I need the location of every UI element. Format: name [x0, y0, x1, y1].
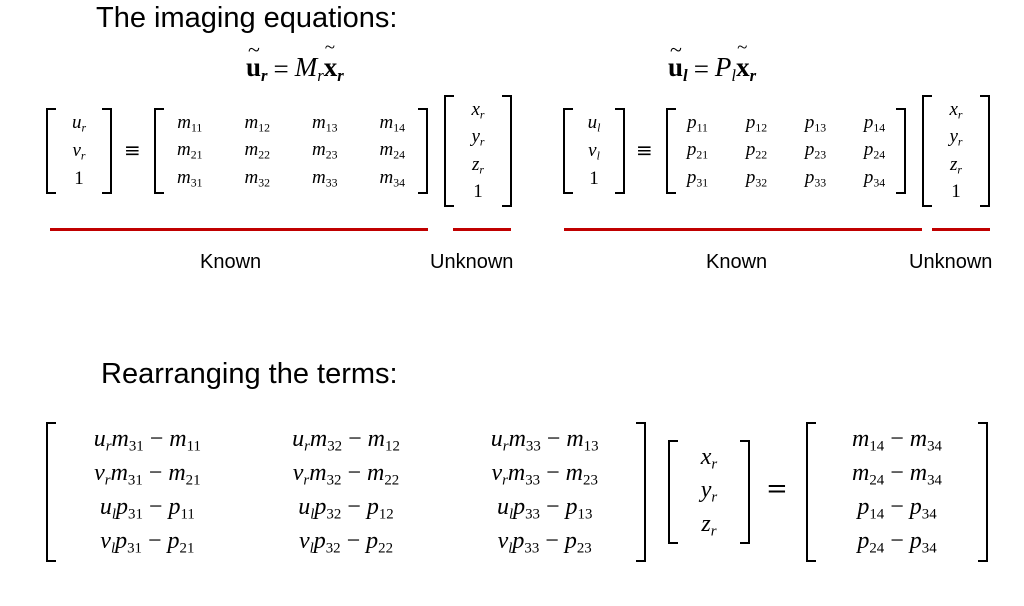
known-label-right: Known	[200, 251, 262, 273]
matrix-entry: p31	[686, 166, 709, 190]
vector-entry: 1	[473, 181, 483, 203]
left-point-vector: xr yr zr 1	[922, 95, 990, 207]
vector-entry: 1	[589, 167, 599, 189]
matrix-entry: p23	[804, 139, 827, 162]
matrix-entry: ulp31 − p11	[99, 494, 195, 523]
right-pixel-vector: ur vr 1	[46, 108, 112, 194]
matrix-entry: urm33 − m13	[490, 426, 599, 455]
equiv-sign: ≡	[636, 138, 653, 162]
matrix-entry: urm32 − m12	[292, 426, 400, 455]
left-projection-matrix: p11 p12 p13 p14 p21 p22 p23 p24 p31 p32 p33 p34	[666, 108, 906, 194]
matrix-entry: m34	[379, 166, 406, 190]
equals-sign: =	[766, 474, 788, 504]
vector-entry: zr	[472, 153, 484, 177]
matrix-entry: p14	[863, 111, 886, 135]
matrix-entry: m33	[312, 166, 338, 190]
vector-entry: xr	[471, 98, 485, 122]
matrix-entry: vrm33 − m23	[491, 460, 598, 489]
matrix-entry: p22	[745, 139, 768, 162]
known-underline-left	[564, 228, 922, 231]
matrix-entry: vrm32 − m22	[292, 460, 400, 489]
matrix-entry: m13	[312, 111, 338, 135]
matrix-entry: ulp33 − p13	[496, 494, 593, 523]
known-label-left: Known	[706, 251, 768, 273]
pixel-vector-symbol: ul	[668, 37, 688, 86]
rearranged-unknown-vector: xr yr zr	[668, 440, 750, 544]
matrix-entry: m14	[379, 111, 406, 135]
matrix-entry: p32	[745, 166, 768, 190]
matrix-entry: vlp32 − p22	[298, 528, 394, 557]
right-camera-equation: ur = Mrxr	[246, 37, 344, 86]
unknown-label-left: Unknown	[909, 251, 993, 273]
left-camera-equation: ul = Plxr	[668, 37, 756, 86]
matrix-entry: m23	[312, 139, 338, 162]
matrix-entry: m11	[177, 111, 203, 135]
rearranged-rhs-vector: m14 − m34 m24 − m34 p14 − p34 p24 − p34	[806, 422, 988, 562]
rearranging-heading: Rearranging the terms:	[101, 358, 398, 390]
matrix-entry: m31	[177, 166, 203, 190]
vector-entry: vr	[72, 140, 86, 163]
equiv-sign: ≡	[124, 138, 141, 162]
equals-sign: =	[273, 53, 289, 84]
matrix-entry: p24	[863, 139, 886, 162]
matrix-entry: vrm31 − m21	[94, 460, 201, 489]
right-projection-matrix: m11 m12 m13 m14 m21 m22 m23 m24 m31 m32 m33 m34	[154, 108, 428, 194]
pixel-vector-symbol: ur	[246, 37, 268, 86]
vector-entry: 1	[74, 167, 84, 189]
matrix-entry: ulp32 − p12	[298, 494, 394, 523]
vector-entry: p24 − p34	[857, 528, 937, 557]
vector-entry: 1	[951, 181, 961, 203]
vector-entry: m24 − m34	[852, 460, 942, 489]
vector-entry: p14 − p34	[857, 494, 937, 523]
vector-entry: vl	[588, 140, 600, 163]
matrix-entry: m12	[244, 111, 271, 135]
matrix-entry: p11	[687, 111, 708, 135]
projection-matrix-symbol: Plxr	[715, 37, 756, 86]
right-point-vector: xr yr zr 1	[444, 95, 512, 207]
vector-entry: xr	[700, 443, 718, 473]
vector-entry: m14 − m34	[852, 426, 942, 455]
unknown-label-right: Unknown	[430, 251, 514, 273]
vector-entry: zr	[701, 510, 717, 540]
matrix-entry: p12	[745, 111, 768, 135]
matrix-entry: p13	[804, 111, 827, 135]
vector-entry: yr	[700, 477, 718, 506]
matrix-entry: m21	[177, 139, 203, 162]
vector-entry: ul	[587, 112, 601, 135]
matrix-entry: p21	[686, 139, 709, 162]
vector-entry: yr	[949, 126, 963, 149]
vector-entry: yr	[471, 126, 485, 149]
matrix-entry: vlp33 − p23	[497, 528, 592, 557]
vector-entry: zr	[950, 153, 962, 177]
matrix-entry: m22	[244, 139, 271, 162]
matrix-entry: m32	[244, 166, 271, 190]
unknown-underline-right	[453, 228, 511, 231]
vector-entry: xr	[949, 98, 963, 122]
projection-matrix-symbol: Mrxr	[295, 37, 344, 86]
rearranged-coefficient-matrix: urm31 − m11 urm32 − m12 urm33 − m13 vrm31 −…	[46, 422, 646, 562]
unknown-underline-left	[932, 228, 990, 231]
equals-sign: =	[693, 53, 709, 84]
matrix-entry: p33	[804, 166, 827, 190]
matrix-entry: m24	[379, 139, 406, 162]
matrix-entry: urm31 − m11	[93, 426, 201, 455]
matrix-entry: p34	[863, 166, 886, 190]
known-underline-right	[50, 228, 428, 231]
vector-entry: ur	[71, 112, 87, 135]
matrix-entry: vlp31 − p21	[100, 528, 195, 557]
imaging-equations-heading: The imaging equations:	[96, 2, 398, 34]
left-pixel-vector: ul vl 1	[563, 108, 625, 194]
